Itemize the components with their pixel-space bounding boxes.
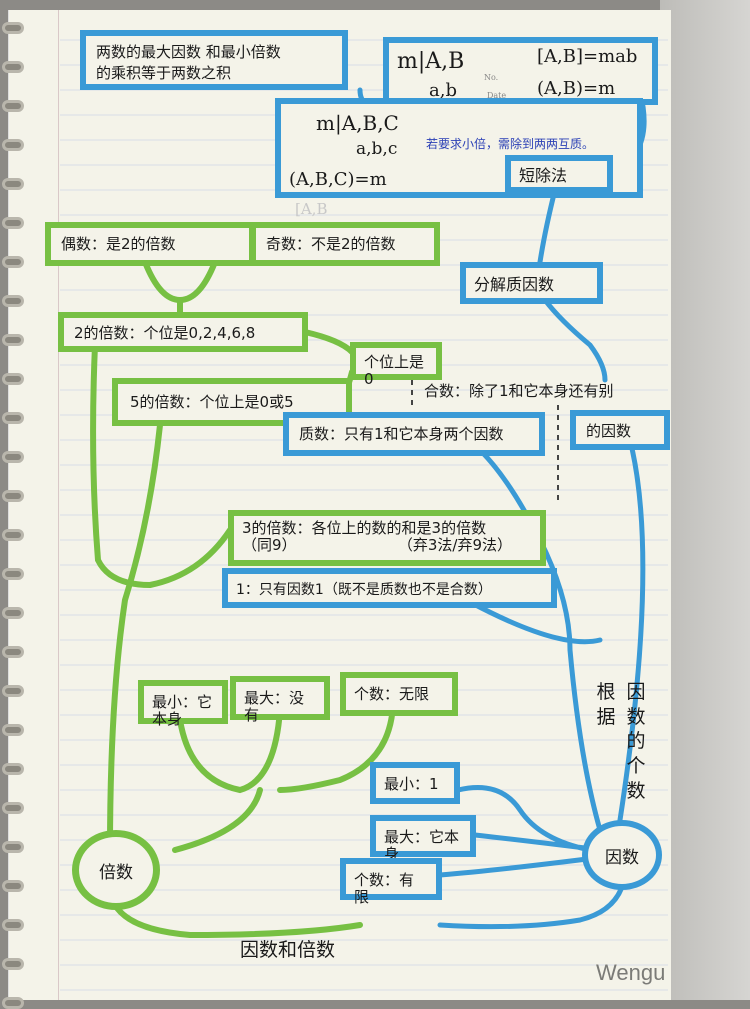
connector-one-factor <box>467 599 603 645</box>
faded-text: [A,B <box>295 200 328 218</box>
connector-primefactor-composite <box>542 297 608 383</box>
factor-count-box: 个数：有限 <box>340 858 442 906</box>
composite-cont-box: 的因数 <box>570 410 670 450</box>
vertical-note-col1: 根 据 <box>586 680 626 729</box>
multiple-of-3-box: 3的倍数：各位上的数的和是3的倍数 （同9） （弃3法/弃9法） <box>228 510 546 566</box>
brand-logo: Wengu <box>596 960 666 985</box>
vnote-char: 据 <box>596 705 616 728</box>
spiral-ring <box>2 607 24 619</box>
spiral-ring <box>2 334 24 346</box>
gcd-lcm-line1: 两数的最大因数 和最小倍数 <box>96 43 281 61</box>
spiral-ring <box>2 724 24 736</box>
short-division-box: 短除法 <box>505 155 613 193</box>
factor-min-box: 最小：1 <box>370 762 460 804</box>
spiral-binding <box>0 0 40 1009</box>
spiral-ring <box>2 958 24 970</box>
prime-factorization-box: 分解质因数 <box>460 262 603 304</box>
vnote-char: 因 <box>626 681 646 703</box>
spiral-ring <box>2 919 24 931</box>
mult3-line3: （弃3法/弃9法） <box>397 536 512 555</box>
ones-digit-zero-box: 个位上是0 <box>350 342 442 388</box>
two-num-division: m|A,B <box>397 49 465 74</box>
multiple-of-2-box: 2的倍数：个位是0,2,4,6,8 <box>58 312 308 352</box>
spiral-ring <box>2 646 24 658</box>
spiral-ring <box>2 685 24 697</box>
desk-background <box>660 0 750 1000</box>
composite-number-box: 合数：除了1和它本身还有别 <box>424 382 614 400</box>
multiple-count-box: 个数：无限 <box>340 672 458 716</box>
vnote-char: 数 <box>626 779 646 802</box>
connector-multprops <box>172 702 396 853</box>
margin-line <box>58 10 59 1000</box>
three-num-coprime-note: 若要求小倍，需除到两两互质。 <box>426 137 595 151</box>
connector-even-odd <box>142 259 218 304</box>
spiral-ring <box>2 217 24 229</box>
spiral-ring <box>2 139 24 151</box>
spiral-ring <box>2 802 24 814</box>
spiral-ring <box>2 295 24 307</box>
multiple-circle: 倍数 <box>72 830 160 910</box>
multiple-min-box: 最小：它本身 <box>138 680 228 728</box>
connector-mult2-multiple <box>90 342 233 589</box>
spiral-ring <box>2 100 24 112</box>
spiral-ring <box>2 568 24 580</box>
spiral-ring <box>2 529 24 541</box>
two-num-lcm: [A,B]=mab <box>537 46 638 67</box>
connector-composite-factor <box>617 437 646 823</box>
gcd-lcm-product-note: 两数的最大因数 和最小倍数 的乘积等于两数之积 <box>80 30 348 90</box>
odd-number-box: 奇数：不是2的倍数 <box>250 222 440 266</box>
no-label: No. <box>484 73 499 82</box>
spiral-ring <box>2 373 24 385</box>
even-number-box: 偶数：是2的倍数 <box>45 222 255 266</box>
number-one-box: 1：只有因数1（既不是质数也不是合数） <box>222 568 557 608</box>
vnote-char: 的 <box>626 730 646 753</box>
factor-max-box: 最大：它本身 <box>370 815 476 863</box>
factor-circle: 因数 <box>582 820 662 890</box>
connector-mult5-multiple <box>107 422 163 853</box>
vnote-char: 根 <box>596 681 616 703</box>
three-num-gcd: (A,B,C)=m <box>289 169 387 190</box>
spiral-ring <box>2 841 24 853</box>
spiral-ring <box>2 412 24 424</box>
vnote-char: 个 <box>626 755 646 778</box>
mult3-line2: （同9） <box>242 536 297 555</box>
three-num-quotients: a,b,c <box>356 139 398 159</box>
prime-number-box: 质数：只有1和它本身两个因数 <box>283 412 545 456</box>
spiral-ring <box>2 763 24 775</box>
connector-multiple-title <box>112 902 363 939</box>
vnote-char: 数 <box>626 705 646 728</box>
date-label: Date <box>487 91 507 100</box>
spiral-ring <box>2 256 24 268</box>
spiral-ring <box>2 880 24 892</box>
connector-mult2-zero <box>302 329 355 355</box>
connector-factor-title <box>437 872 628 930</box>
spiral-ring <box>2 61 24 73</box>
gcd-lcm-line2: 的乘积等于两数之积 <box>96 64 232 83</box>
main-title: 因数和倍数 <box>240 939 336 961</box>
mult3-line1: 3的倍数：各位上的数的和是3的倍数 <box>242 519 487 537</box>
connector-factorprops <box>437 785 598 878</box>
vertical-note-col2: 因 数 的 个 数 <box>616 680 656 803</box>
two-num-gcd: (A,B)=m <box>537 78 616 99</box>
spiral-ring <box>2 451 24 463</box>
spiral-ring <box>2 178 24 190</box>
two-number-formula-box: m|A,B a,b No. Date [A,B]=mab (A,B)=m <box>383 37 658 105</box>
multiple-max-box: 最大：没有 <box>230 676 330 724</box>
spiral-ring <box>2 490 24 502</box>
connector-prime-factor <box>477 447 603 833</box>
connector-short-prime-factor <box>537 187 558 265</box>
two-num-quotients: a,b <box>429 80 457 101</box>
spiral-ring <box>2 22 24 34</box>
three-num-division: m|A,B,C <box>316 111 399 135</box>
